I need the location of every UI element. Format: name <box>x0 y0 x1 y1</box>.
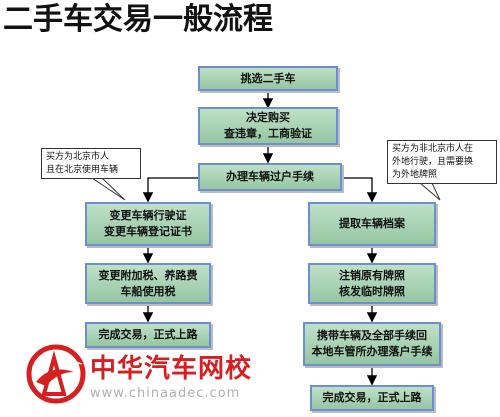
step-left-complete: 完成交易，正式上路 <box>85 322 211 348</box>
note-beijing-buyer: 买方为北京市人 且在北京使用车辆 <box>41 148 141 179</box>
step-cancel-plate-line2: 核发临时牌照 <box>339 284 405 298</box>
step-change-tax-line2: 车船使用税 <box>120 284 176 298</box>
branch-left <box>142 177 198 203</box>
step-decide-purchase: 决定购买 查违章，工商验证 <box>198 107 338 145</box>
note-right-pointer <box>418 182 441 201</box>
logo-url: www.chinaadec.com <box>90 386 241 401</box>
logo-name: 中华汽车网校 <box>90 354 253 384</box>
step-register-local-line2: 本地车管所办理落户手续 <box>311 345 433 358</box>
note-nonbeijing-buyer: 买方为非北京市人在 外地行驶，且需要换 为外地牌照 <box>387 140 497 184</box>
page-title: 二手车交易一般流程 <box>3 2 273 37</box>
branch-right <box>342 177 378 203</box>
step-change-tax: 变更附加税、养路费 车船使用税 <box>85 263 211 304</box>
step-decide-line1: 决定购买 <box>246 111 290 124</box>
step-right-complete: 完成交易，正式上路 <box>310 385 434 411</box>
note-nonbeijing-line1: 买方为非北京市人在 <box>392 144 474 154</box>
step-select-car: 挑选二手车 <box>198 66 338 91</box>
note-left-pointer <box>90 177 126 201</box>
note-nonbeijing-line3: 为外地牌照 <box>392 170 438 180</box>
step-register-local-line1: 携带车辆及全部手续回 <box>317 329 427 342</box>
step-right-complete-label: 完成交易，正式上路 <box>322 391 422 404</box>
step-left-complete-label: 完成交易，正式上路 <box>98 328 198 341</box>
step-change-license-line1: 变更车辆行驶证 <box>109 209 187 222</box>
step-select-car-label: 挑选二手车 <box>240 71 296 85</box>
step-extract-archive-label: 提取车辆档案 <box>339 217 405 230</box>
step-cancel-plate-line1: 注销原有牌照 <box>339 268 405 282</box>
step-transfer: 办理车辆过户手续 <box>198 163 342 191</box>
step-decide-line2: 查违章，工商验证 <box>224 127 312 140</box>
note-beijing-line1: 买方为北京市人 <box>46 152 110 162</box>
step-change-license-line2: 变更车辆登记证书 <box>104 225 192 238</box>
step-extract-archive: 提取车辆档案 <box>308 202 436 246</box>
step-register-local: 携带车辆及全部手续回 本地车管所办理落户手续 <box>303 322 441 366</box>
step-transfer-label: 办理车辆过户手续 <box>226 170 314 183</box>
step-change-tax-line1: 变更附加税、养路费 <box>98 268 198 282</box>
note-nonbeijing-line2: 外地行驶，且需要换 <box>392 157 474 167</box>
logo-emblem-icon <box>26 344 86 404</box>
step-cancel-plate: 注销原有牌照 核发临时牌照 <box>308 263 436 304</box>
step-change-license: 变更车辆行驶证 变更车辆登记证书 <box>85 202 211 246</box>
note-beijing-line2: 且在北京使用车辆 <box>46 165 119 175</box>
